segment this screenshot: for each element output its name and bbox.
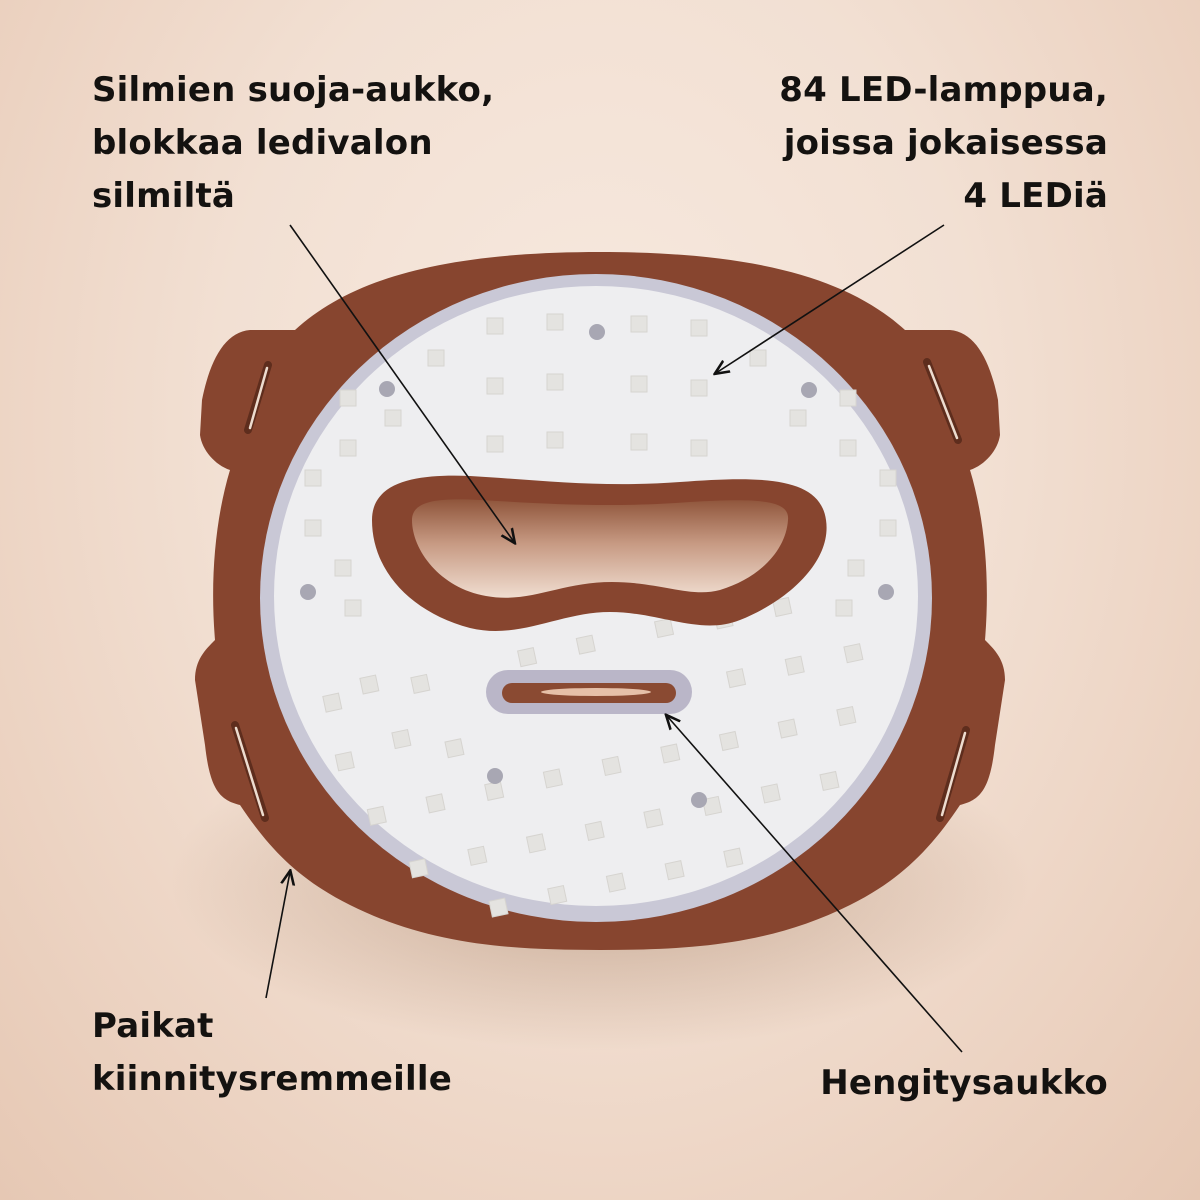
- strap-slots: [231, 358, 970, 822]
- leader-lines: [265, 224, 963, 1053]
- label-eye-opening: Silmien suoja-aukko, blokkaa ledivalon s…: [92, 70, 495, 216]
- sensor-dots: [300, 324, 894, 808]
- label-breathing-hole: Hengitysaukko: [820, 1063, 1108, 1103]
- leader-led-lamps: [716, 224, 945, 373]
- led-grid: [304, 313, 897, 918]
- leader-breathing-hole: [667, 716, 963, 1053]
- label-strap-slots: Paikat kiinnitysremmeille: [92, 1006, 453, 1099]
- label-led-lamps: 84 LED-lamppua, joissa jokaisessa 4 LEDi…: [779, 70, 1108, 216]
- leader-strap-slots: [265, 872, 290, 999]
- eye-opening: [372, 475, 827, 631]
- breathing-hole: [486, 670, 692, 714]
- leader-eye-opening: [289, 224, 514, 542]
